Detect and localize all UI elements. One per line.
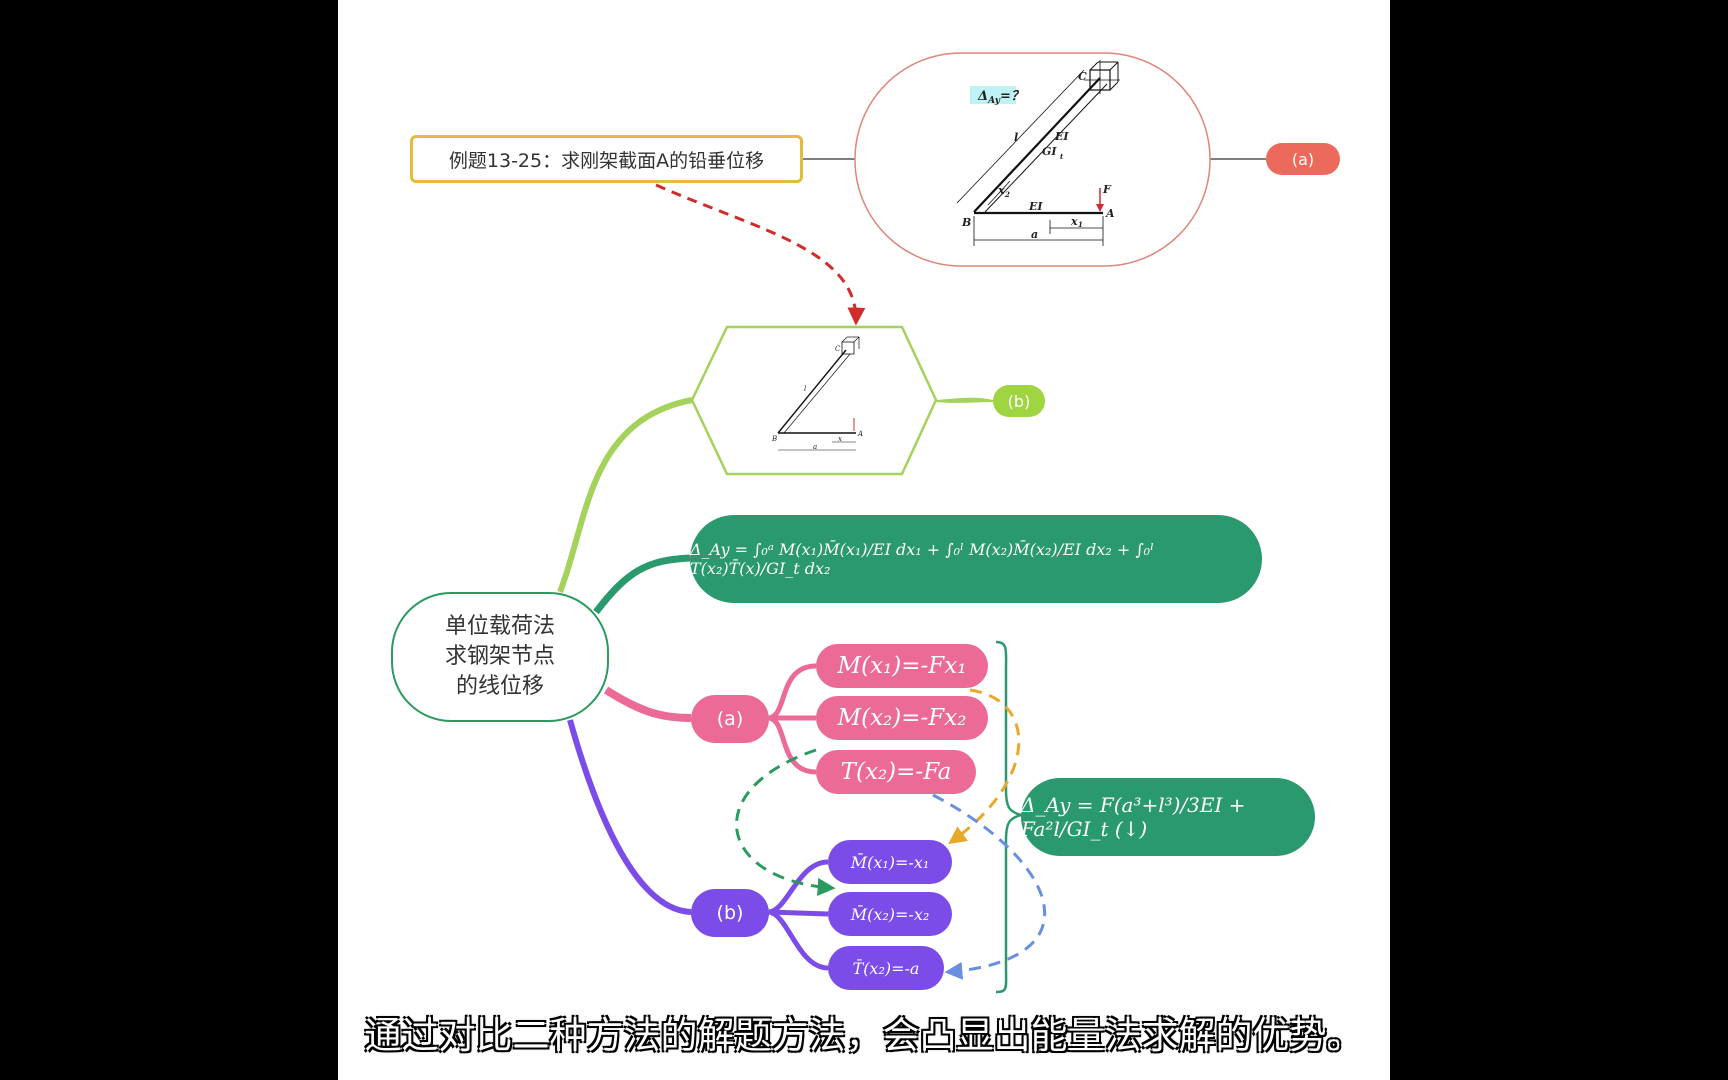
canvas: ΔAy=？	[338, 0, 1390, 1080]
result-formula-box: Δ_Ay = F(a³+l³)/3EI + Fa²l/GI_t (↓)	[1021, 778, 1315, 856]
top-tag-a: (a)	[1266, 143, 1340, 175]
svg-text:A: A	[1105, 207, 1115, 220]
svg-text:t: t	[1060, 152, 1064, 161]
central-line-1: 单位载荷法	[444, 614, 555, 639]
example-title-box: 例题13-25：求刚架截面A的铅垂位移	[410, 135, 803, 183]
svg-text:GI: GI	[1042, 145, 1057, 158]
formula-a2-text: M(x₂)=-Fx₂	[837, 705, 967, 731]
top-tag-a-label: (a)	[1291, 149, 1315, 169]
formula-b1-text: M̄(x₁)=-x₁	[850, 852, 930, 872]
central-line-2: 求钢架节点	[444, 644, 555, 669]
frame-diagram-large: ΔAy=？	[956, 60, 1120, 246]
query-label: ΔAy=？	[977, 89, 1024, 106]
formula-b3: T̄(x₂)=-a	[828, 946, 944, 990]
svg-text:l: l	[804, 385, 806, 393]
blue-dash-arrow	[932, 793, 1047, 980]
svg-text:l: l	[1014, 131, 1018, 144]
central-line-3: 的线位移	[455, 674, 544, 699]
red-dash-arrow	[655, 183, 866, 326]
branch-b-label: (b)	[691, 889, 769, 937]
formula-a3: T(x₂)=-Fa	[816, 750, 976, 794]
branch-a-label: (a)	[691, 695, 769, 743]
main-formula: Δ_Ay = ∫₀ᵃ M(x₁)M̄(x₁)/EI dx₁ + ∫₀ˡ M(x₂…	[690, 540, 1154, 578]
svg-text:B: B	[771, 435, 777, 443]
svg-text:x: x	[1070, 215, 1078, 228]
sub-branch-b3	[768, 909, 829, 971]
hex-tag-b: (b)	[993, 385, 1045, 417]
hexagon-frame	[690, 325, 938, 476]
central-topic: 单位载荷法 求钢架节点 的线位移	[391, 592, 609, 722]
svg-text:2: 2	[1004, 190, 1010, 199]
figure-frame	[854, 52, 1211, 267]
svg-text:a: a	[1031, 228, 1038, 241]
example-title-text: 例题13-25：求刚架截面A的铅垂位移	[448, 149, 765, 172]
formula-b3-text: T̄(x₂)=-a	[852, 958, 920, 978]
formula-a1: M(x₁)=-Fx₁	[816, 644, 988, 688]
svg-text:F: F	[1102, 183, 1112, 196]
formula-a3-text: T(x₂)=-Fa	[840, 759, 952, 785]
branch-b-text: (b)	[716, 902, 744, 924]
hex-tag-b-label: (b)	[1007, 391, 1031, 411]
svg-text:EI: EI	[1028, 200, 1043, 213]
orange-dash-arrow	[948, 688, 1021, 845]
result-formula: Δ_Ay = F(a³+l³)/3EI + Fa²l/GI_t (↓)	[1021, 793, 1246, 841]
svg-text:1: 1	[1078, 220, 1083, 229]
branch-a	[603, 686, 692, 722]
formula-b1: M̄(x₁)=-x₁	[828, 840, 952, 884]
svg-text:a: a	[813, 443, 817, 451]
svg-text:B: B	[961, 216, 971, 229]
formula-a2: M(x₂)=-Fx₂	[816, 696, 988, 740]
svg-text:x: x	[838, 435, 842, 443]
svg-text:EI: EI	[1054, 130, 1069, 143]
svg-text:x: x	[997, 184, 1005, 197]
formula-b2: M̄(x₂)=-x₂	[828, 892, 952, 936]
branch-b	[567, 719, 692, 915]
branch-figure	[557, 397, 693, 594]
formula-b2-text: M̄(x₂)=-x₂	[850, 904, 930, 924]
video-subtitle: 通过对比二种方法的解题方法，会凸显出能量法求解的优势。	[364, 1014, 1364, 1057]
branch-formula	[593, 554, 691, 615]
main-formula-box: Δ_Ay = ∫₀ᵃ M(x₁)M̄(x₁)/EI dx₁ + ∫₀ˡ M(x₂…	[690, 515, 1262, 603]
frame-diagram-small: C l B A a x	[771, 336, 863, 451]
query-highlight	[970, 86, 1016, 104]
bracket	[995, 640, 1026, 994]
formula-a1-text: M(x₁)=-Fx₁	[837, 653, 967, 679]
sub-branch-b2	[768, 909, 829, 917]
sub-branch-a3	[768, 715, 817, 775]
green-dash-arrow	[735, 748, 836, 896]
svg-text:A: A	[857, 430, 863, 438]
sub-branch-a1	[768, 663, 817, 721]
svg-text:C: C	[1078, 70, 1087, 83]
branch-a-text: (a)	[716, 708, 744, 730]
connector-layer: ΔAy=？	[557, 52, 1266, 994]
hex-tag-connector	[936, 397, 993, 403]
svg-text:C: C	[835, 345, 841, 353]
